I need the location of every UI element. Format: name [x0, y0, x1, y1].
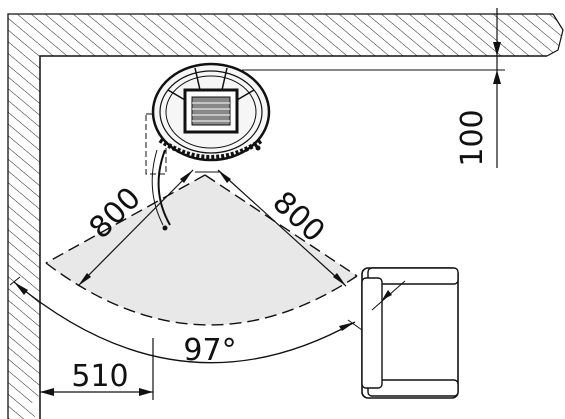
side-offset-dimension [40, 338, 154, 400]
stove-top-view [145, 62, 271, 231]
angle-label: 97° [183, 333, 236, 368]
armchair-top-view [361, 267, 459, 399]
back-offset-label: 100 [455, 109, 490, 166]
radius-dimension-lines [77, 169, 347, 287]
back-offset-dimension [242, 8, 505, 168]
safety-zone [45, 174, 358, 326]
angle-dimension-arc [9, 276, 363, 364]
side-offset-label: 510 [71, 359, 128, 394]
